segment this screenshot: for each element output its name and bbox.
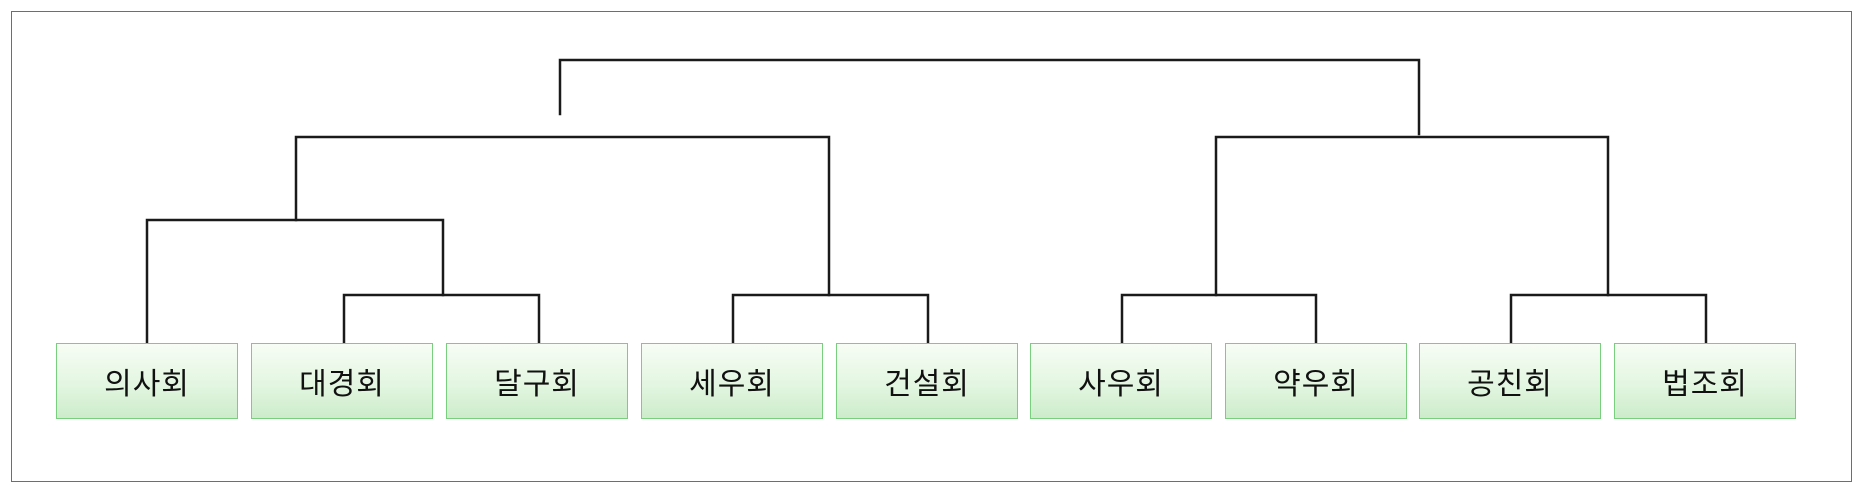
node-gongchinhoe: 공친회 — [1419, 343, 1601, 419]
connector-left-branch — [294, 135, 831, 297]
connector-sawoo-yakwoo — [1120, 293, 1318, 345]
node-yakwoohoe: 약우회 — [1225, 343, 1407, 419]
connector-gongchin-beopjo — [1509, 293, 1708, 345]
node-geonseolhoe: 건설회 — [836, 343, 1018, 419]
node-daegyeonghoe: 대경회 — [251, 343, 433, 419]
connector-right-branch — [1214, 135, 1610, 297]
node-uisahoe: 의사회 — [56, 343, 238, 419]
node-sawoohoe: 사우회 — [1030, 343, 1212, 419]
node-sewoohoe: 세우회 — [641, 343, 823, 419]
connector-sewoo-geonseol — [731, 293, 930, 345]
node-beopjohoe: 법조회 — [1614, 343, 1796, 419]
diagram-frame — [11, 11, 1852, 482]
connector-left-group — [145, 218, 445, 345]
node-dalguhoe: 달구회 — [446, 343, 628, 419]
connector-daegyeong-dalgu — [342, 293, 541, 345]
connector-root — [558, 58, 1421, 136]
